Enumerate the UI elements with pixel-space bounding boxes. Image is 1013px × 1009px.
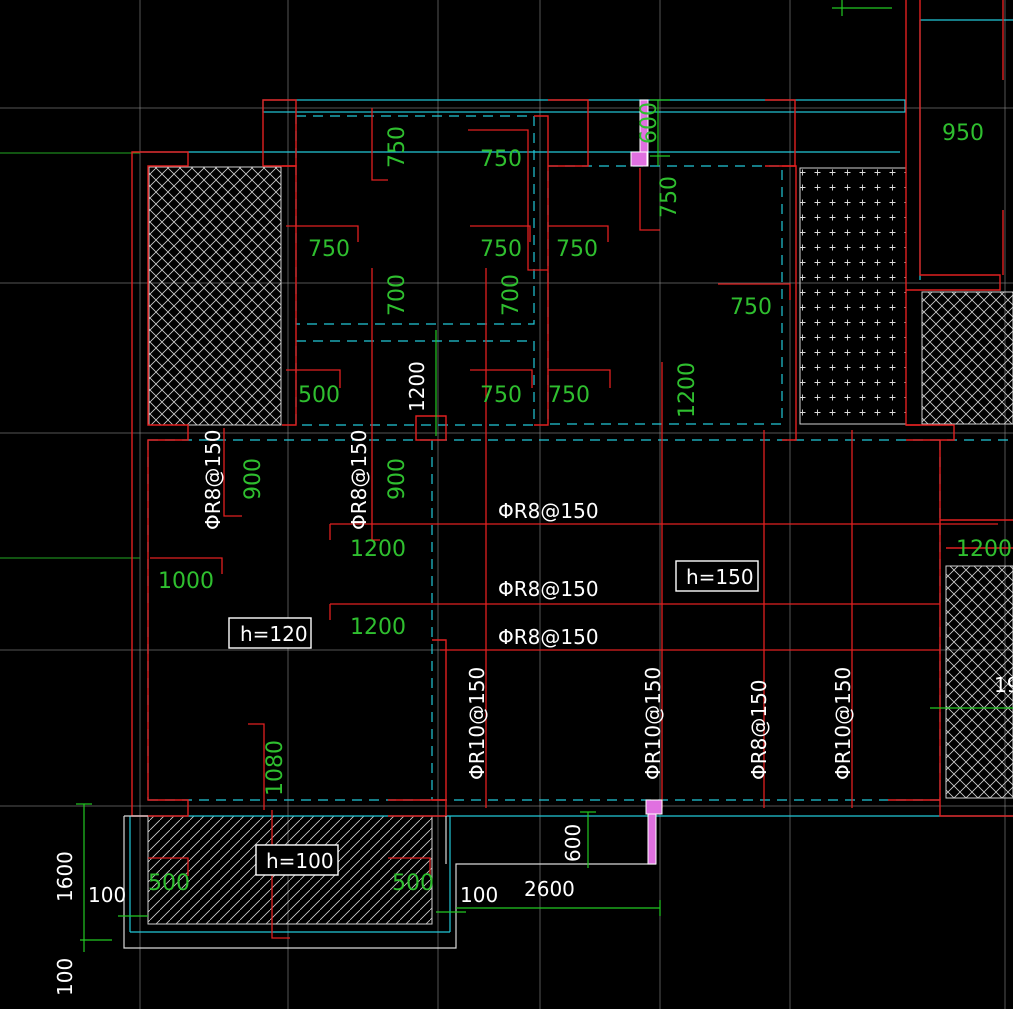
dim-750-a: 750 [308,237,350,262]
dim-100-b: 100 [460,883,498,907]
dimension-lines [76,0,1013,952]
rebar-label-r8-c: ΦR8@150 [498,625,599,649]
hatched-regions [147,166,1013,925]
plus-hatch-right [799,167,907,425]
dim-19-edge: 19 [994,673,1013,697]
balcony-outline [123,815,656,949]
dim-500-b: 500 [148,871,190,896]
slab-thickness-labels: h=120 h=150 h=100 [228,560,759,876]
dim-750-d: 750 [480,383,522,408]
rebar-label-r8-b: ΦR8@150 [498,577,599,601]
rebar-label-r10-v1: ΦR10@150 [465,667,489,780]
rebar-label-r8-v1: ΦR8@150 [201,429,225,530]
rebar-labels-horizontal: ΦR8@150 ΦR8@150 ΦR8@150 [498,499,599,649]
dim-2600: 2600 [524,877,575,901]
dim-700-a: 700 [385,274,410,316]
dim-100-c: 100 [53,958,77,996]
rebar-label-r10-v3: ΦR10@150 [831,667,855,780]
green-dimension-texts: 750 950 750 750 750 750 500 750 750 1200… [148,121,1012,896]
dim-750-c: 750 [556,237,598,262]
dim-1080: 1080 [263,740,288,796]
rebar-label-r8-a: ΦR8@150 [498,499,599,523]
green-dimension-texts-vertical: 750 600 750 700 700 1200 900 900 1080 [241,102,700,796]
dim-750-top-h: 750 [480,147,522,172]
slab-label-box-2 [675,560,759,592]
dim-1200-right: 1200 [956,537,1012,562]
cross-hatch-right-lower [945,565,1013,799]
dim-950: 950 [942,121,984,146]
slab-label-h100: h=100 [266,849,334,873]
dim-750-e: 750 [548,383,590,408]
dim-900-a: 900 [241,458,266,500]
highlight-wall-bottom-top [645,799,663,815]
cross-hatch-far-right [921,291,1013,425]
highlight-segments [630,99,663,865]
walls [131,0,1013,817]
highlight-wall-top-base [630,151,648,167]
dim-750-mid-v: 750 [657,176,682,218]
dim-600-top: 600 [637,102,662,144]
dim-100-a: 100 [88,883,126,907]
dim-1600: 1600 [53,851,77,902]
rebar-label-r8-v2: ΦR8@150 [347,429,371,530]
dim-700-b: 700 [499,274,524,316]
dim-1200-b: 1200 [350,615,406,640]
rebar-label-r10-v2: ΦR10@150 [641,667,665,780]
slab-label-h150: h=150 [686,565,754,589]
dim-600-bottom: 600 [561,824,585,862]
cross-hatch-left [148,166,282,426]
dim-750-top-v: 750 [385,126,410,168]
white-dimension-texts: 1200 600 2600 100 100 1600 100 19 [53,361,1013,996]
dim-1200-v: 1200 [675,362,700,418]
slab-label-box-3 [255,844,339,876]
rebar-labels-vertical: ΦR8@150 ΦR8@150 ΦR8@150 ΦR10@150 ΦR10@15… [201,429,855,780]
dim-1000: 1000 [158,569,214,594]
rebar-label-r8-v3: ΦR8@150 [747,679,771,780]
dim-750-right: 750 [730,295,772,320]
dim-500-a: 500 [298,383,340,408]
dim-1200-a: 1200 [350,537,406,562]
slab-label-box-1 [228,617,312,649]
rebar-lines [148,108,998,939]
dim-500-c: 500 [392,871,434,896]
dim-1200-vertical: 1200 [405,361,429,412]
dim-900-b: 900 [385,458,410,500]
dim-750-b: 750 [480,237,522,262]
slab-label-h120: h=120 [240,622,308,646]
